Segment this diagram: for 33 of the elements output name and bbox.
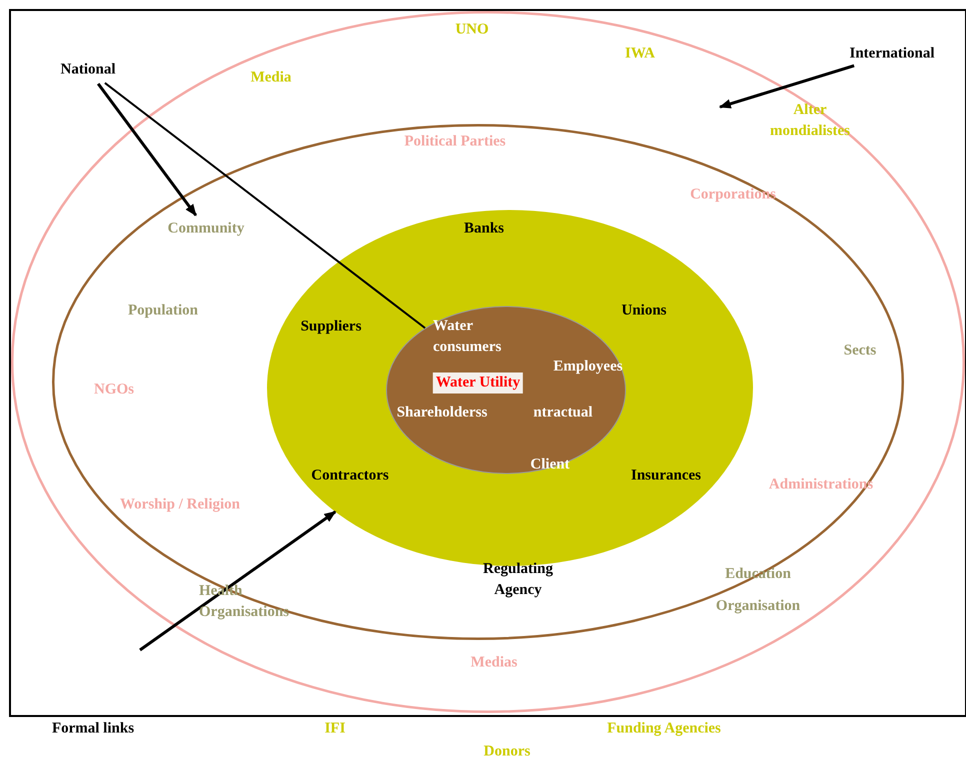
category-label: Donors bbox=[484, 742, 530, 760]
stakeholder-label: Alter mondialistes bbox=[768, 101, 851, 141]
stakeholder-label: Regulating Agency bbox=[482, 560, 554, 600]
stakeholder-label: Contractors bbox=[311, 466, 389, 486]
category-label: Formal links bbox=[52, 720, 134, 738]
category-label: Funding Agencies bbox=[607, 720, 721, 738]
stakeholder-label: Political Parties bbox=[404, 132, 506, 152]
stakeholder-label: Insurances bbox=[631, 466, 701, 486]
scope-label: National bbox=[60, 60, 116, 80]
stakeholder-label: Suppliers bbox=[300, 318, 362, 336]
stakeholder-label: UNO bbox=[455, 20, 489, 40]
stakeholder-label: Shareholderss bbox=[396, 404, 488, 422]
arrow bbox=[718, 64, 855, 108]
category-label: IFI bbox=[324, 720, 346, 738]
stakeholder-label: Medias bbox=[470, 654, 518, 672]
stakeholder-label: Worship / Religion bbox=[120, 496, 240, 514]
stakeholder-label: Media bbox=[250, 68, 292, 88]
stakeholder-label: NGOs bbox=[94, 380, 134, 400]
stakeholder-label: Sects bbox=[844, 342, 876, 360]
stakeholder-label: Water Utility bbox=[432, 372, 524, 394]
stakeholder-label: Water consumers bbox=[433, 317, 502, 357]
stakeholder-label: IWA bbox=[625, 44, 655, 64]
stakeholder-label: Community bbox=[168, 218, 244, 240]
stakeholder-label: Employees bbox=[553, 358, 623, 376]
stakeholder-label: Unions bbox=[621, 302, 667, 320]
stakeholder-label: ntractual bbox=[533, 404, 593, 422]
scope-label: International bbox=[850, 44, 934, 64]
connector-line bbox=[104, 82, 426, 329]
arrow bbox=[96, 82, 198, 216]
stakeholder-label: Population bbox=[128, 302, 198, 320]
stakeholder-label: Client bbox=[530, 456, 570, 474]
stakeholder-label: Banks bbox=[464, 220, 504, 238]
arrow bbox=[139, 510, 336, 652]
